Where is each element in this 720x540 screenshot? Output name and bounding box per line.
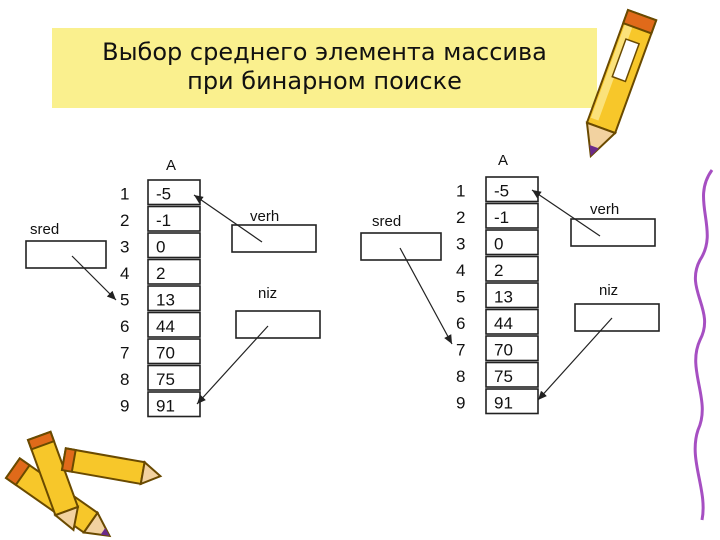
array-value: -5	[156, 185, 171, 204]
sred-box	[25, 240, 107, 269]
slide-title: Выбор среднего элемента массива при бина…	[102, 38, 547, 95]
verh-label: verh	[590, 201, 619, 218]
pencil-icon	[585, 8, 658, 159]
verh-arrow	[531, 189, 601, 237]
array-index: 5	[456, 288, 465, 307]
array-value: 91	[156, 397, 175, 416]
niz-label: niz	[599, 282, 618, 299]
array-index: 3	[120, 238, 129, 257]
array-value: 44	[156, 317, 175, 336]
array-cell	[147, 285, 201, 312]
array-value: -5	[494, 182, 509, 201]
array-cell	[485, 255, 539, 282]
verh-box	[570, 218, 656, 247]
array-index: 5	[120, 291, 129, 310]
verh-arrow	[193, 194, 263, 243]
array-cell	[485, 229, 539, 256]
array-value: 70	[494, 341, 513, 360]
niz-box	[574, 303, 660, 332]
array-value: -1	[156, 211, 171, 230]
verh-box	[231, 224, 317, 253]
array-cell	[147, 258, 201, 285]
array-index: 4	[120, 264, 129, 283]
array-cells: -5 1 -1 2 0 3 2 4 13 5 44 6 70 7 75 8 91 9	[120, 179, 201, 418]
sred-label: sred	[30, 221, 59, 238]
array-index: 6	[120, 317, 129, 336]
array-cell	[147, 364, 201, 391]
array-label: A	[166, 157, 176, 174]
sred-box	[360, 232, 442, 261]
array-index: 9	[120, 397, 129, 416]
array-index: 8	[120, 370, 129, 389]
array-index: 1	[120, 185, 129, 204]
array-value: 0	[156, 238, 165, 257]
array-cell	[147, 391, 201, 418]
array-value: 13	[156, 291, 175, 310]
verh-label: verh	[250, 208, 279, 225]
array-cell	[147, 205, 201, 232]
array-index: 9	[456, 394, 465, 413]
array-value: 2	[494, 261, 503, 280]
array-value: 0	[494, 235, 503, 254]
array-cell	[147, 179, 201, 206]
array-index: 8	[456, 367, 465, 386]
niz-arrow	[196, 325, 269, 405]
array-cell	[485, 308, 539, 335]
array-value: -1	[494, 208, 509, 227]
array-cell	[485, 176, 539, 203]
array-index: 7	[456, 341, 465, 360]
array-value: 75	[156, 370, 175, 389]
title-banner: Выбор среднего элемента массива при бина…	[52, 28, 597, 108]
array-cell	[485, 282, 539, 309]
array-index: 7	[120, 344, 129, 363]
array-cell	[485, 202, 539, 229]
array-label: A	[498, 152, 508, 169]
array-cell	[485, 388, 539, 415]
array-index: 2	[456, 208, 465, 227]
array-value: 2	[156, 264, 165, 283]
diagram-right: A -5 1 -1 2 0 3 2 4 13 5 44 6 70 7 75 8 91 9 sred verh ni…	[360, 152, 660, 415]
array-index: 1	[456, 182, 465, 201]
array-value: 91	[494, 394, 513, 413]
squiggle-line	[693, 169, 714, 521]
niz-label: niz	[258, 285, 277, 302]
array-index: 2	[120, 211, 129, 230]
array-index: 6	[456, 314, 465, 333]
array-index: 3	[456, 235, 465, 254]
array-value: 70	[156, 344, 175, 363]
array-cell	[147, 338, 201, 365]
niz-arrow	[537, 317, 613, 401]
array-cell	[485, 361, 539, 388]
sred-arrow	[399, 247, 453, 345]
pencil-icon	[60, 447, 163, 486]
array-cell	[485, 335, 539, 362]
array-cell	[147, 232, 201, 259]
array-value: 13	[494, 288, 513, 307]
array-cell	[147, 311, 201, 338]
sred-label: sred	[372, 213, 401, 230]
array-value: 44	[494, 314, 513, 333]
niz-box	[235, 310, 321, 339]
sred-arrow	[71, 255, 117, 301]
array-index: 4	[456, 261, 465, 280]
array-value: 75	[494, 367, 513, 386]
array-cells: -5 1 -1 2 0 3 2 4 13 5 44 6 70 7 75 8 91 9	[456, 176, 539, 415]
diagram-left: A -5 1 -1 2 0 3 2 4 13 5 44 6 70 7 75 8 91 9 sred verh ni…	[25, 157, 321, 418]
